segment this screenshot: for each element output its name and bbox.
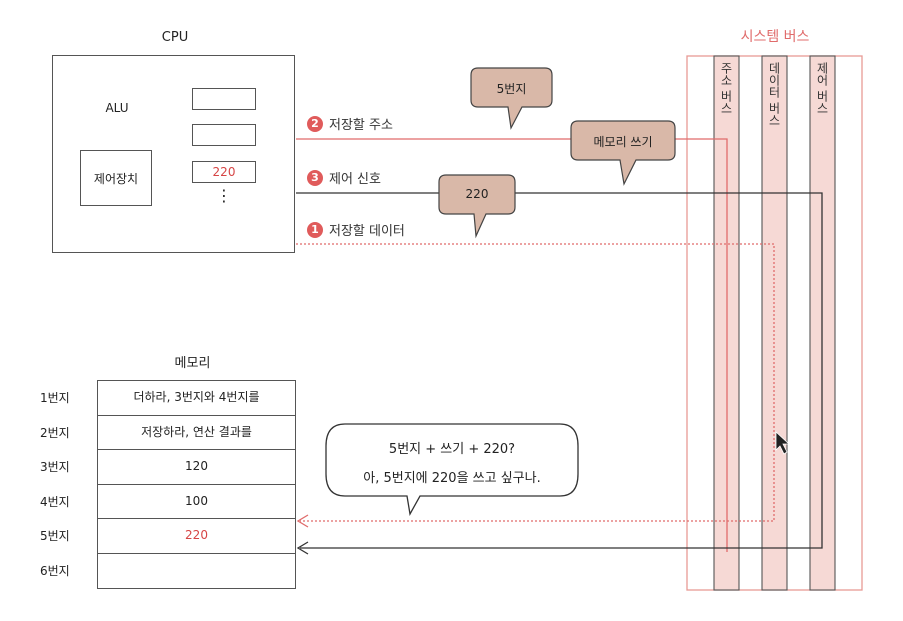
data-wire-arrow [296,514,309,528]
control-bubble: 메모리 쓰기 [593,135,653,149]
step-address: 2 저장할 주소 [307,114,393,133]
control-wire-arrow [296,541,309,555]
memory-address-6: 6번지 [40,564,70,578]
register-2 [192,124,256,146]
memory-cell-3: 120 [98,450,295,485]
step-number-badge: 1 [307,221,323,238]
register-3: 220 [192,161,256,183]
cpu-title: CPU [161,30,189,45]
control-bus-label: 제어 버스 [815,62,829,114]
step-label: 저장할 주소 [329,118,393,133]
address-bubble: 5번지 [496,82,527,96]
memory-title: 메모리 [174,356,211,371]
memory-cell-2: 저장하라, 연산 결과를 [98,416,295,450]
alu-label: ALU [105,101,129,115]
memory-cell-4: 100 [98,485,295,519]
data-bubble: 220 [465,187,489,201]
step-control: 3 제어 신호 [307,168,381,187]
step-data: 1 저장할 데이터 [307,220,405,239]
data-bubble-shape [438,174,516,239]
control-unit: 제어장치 [80,150,152,206]
step-label: 제어 신호 [329,172,381,187]
memory-address-3: 3번지 [40,460,70,474]
speech-bubble-shape [325,423,579,516]
speech-bubble-line-1: 5번지 + 쓰기 + 220? [388,442,516,457]
data-wire [296,243,775,522]
memory-address-2: 2번지 [40,426,70,440]
register-ellipsis: ⋮ [216,186,232,205]
memory-address-4: 4번지 [40,495,70,509]
control-bubble-shape [570,120,676,186]
address-wire [296,138,728,552]
data-bus-label: 데이터 버스 [767,62,781,126]
register-1 [192,88,256,110]
step-number-badge: 2 [307,115,323,132]
memory-address-1: 1번지 [40,391,70,405]
step-number-badge: 3 [307,169,323,186]
speech-bubble-line-2: 아, 5번지에 220을 쓰고 싶구나. [363,471,541,486]
memory-address-5: 5번지 [40,529,70,543]
address-bus-label: 주소 버스 [719,62,733,114]
memory-cell-6 [98,554,295,589]
memory-cell-1: 더하라, 3번지와 4번지를 [98,381,295,416]
system-bus-title: 시스템 버스 [740,29,810,45]
memory-table: 더하라, 3번지와 4번지를 저장하라, 연산 결과를 120 100 220 [97,380,296,589]
cursor-icon [775,431,791,455]
step-label: 저장할 데이터 [329,224,405,239]
memory-cell-5: 220 [98,519,295,554]
address-bubble-shape [470,67,553,130]
control-wire [296,192,823,549]
